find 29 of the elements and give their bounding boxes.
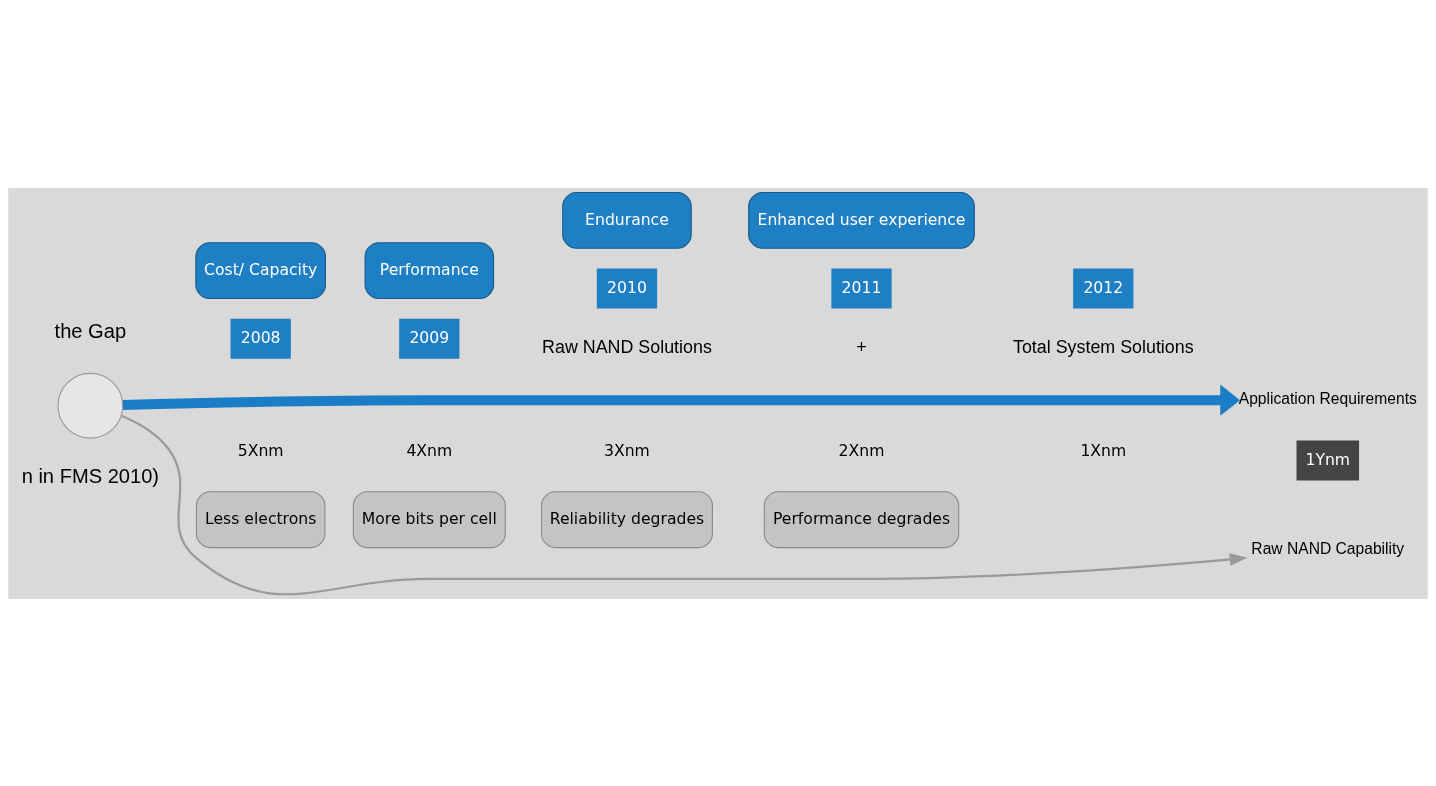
node-box: Enhanced user experience xyxy=(748,191,975,249)
arrow xyxy=(122,384,1241,416)
label: 2012 xyxy=(1083,277,1124,297)
node-box: Reliability degrades xyxy=(541,490,713,548)
label: 2008 xyxy=(240,327,281,347)
label: + xyxy=(856,336,867,357)
node-text: Application Requirements xyxy=(1238,389,1417,407)
label: 1Xnm xyxy=(1080,440,1127,460)
label: n in FMS 2010) xyxy=(21,464,160,487)
label: 1Ynm xyxy=(1305,449,1351,469)
label: 5Xnm xyxy=(237,440,284,460)
label: Raw NAND Solutions xyxy=(542,336,712,357)
label: 4Xnm xyxy=(406,440,453,460)
label: Total System Solutions xyxy=(1012,336,1194,357)
node-box: Performance degrades xyxy=(763,490,960,548)
label: 2011 xyxy=(841,277,882,297)
label: 3Xnm xyxy=(604,440,650,460)
node-box: Endurance xyxy=(562,191,692,249)
label: 2009 xyxy=(409,327,450,347)
node-box: Performance xyxy=(364,241,495,299)
label: 2Xnm xyxy=(838,440,885,460)
node-box: More bits per cell xyxy=(352,490,506,548)
node-text: Raw NAND Capability xyxy=(1251,539,1405,557)
node-box: Less electrons xyxy=(195,490,326,548)
label: 2010 xyxy=(607,277,647,297)
node-box: Cost/ Capacity xyxy=(195,241,326,299)
node-circle xyxy=(57,372,124,439)
label: the Gap xyxy=(54,319,127,342)
arrow xyxy=(121,414,1248,595)
